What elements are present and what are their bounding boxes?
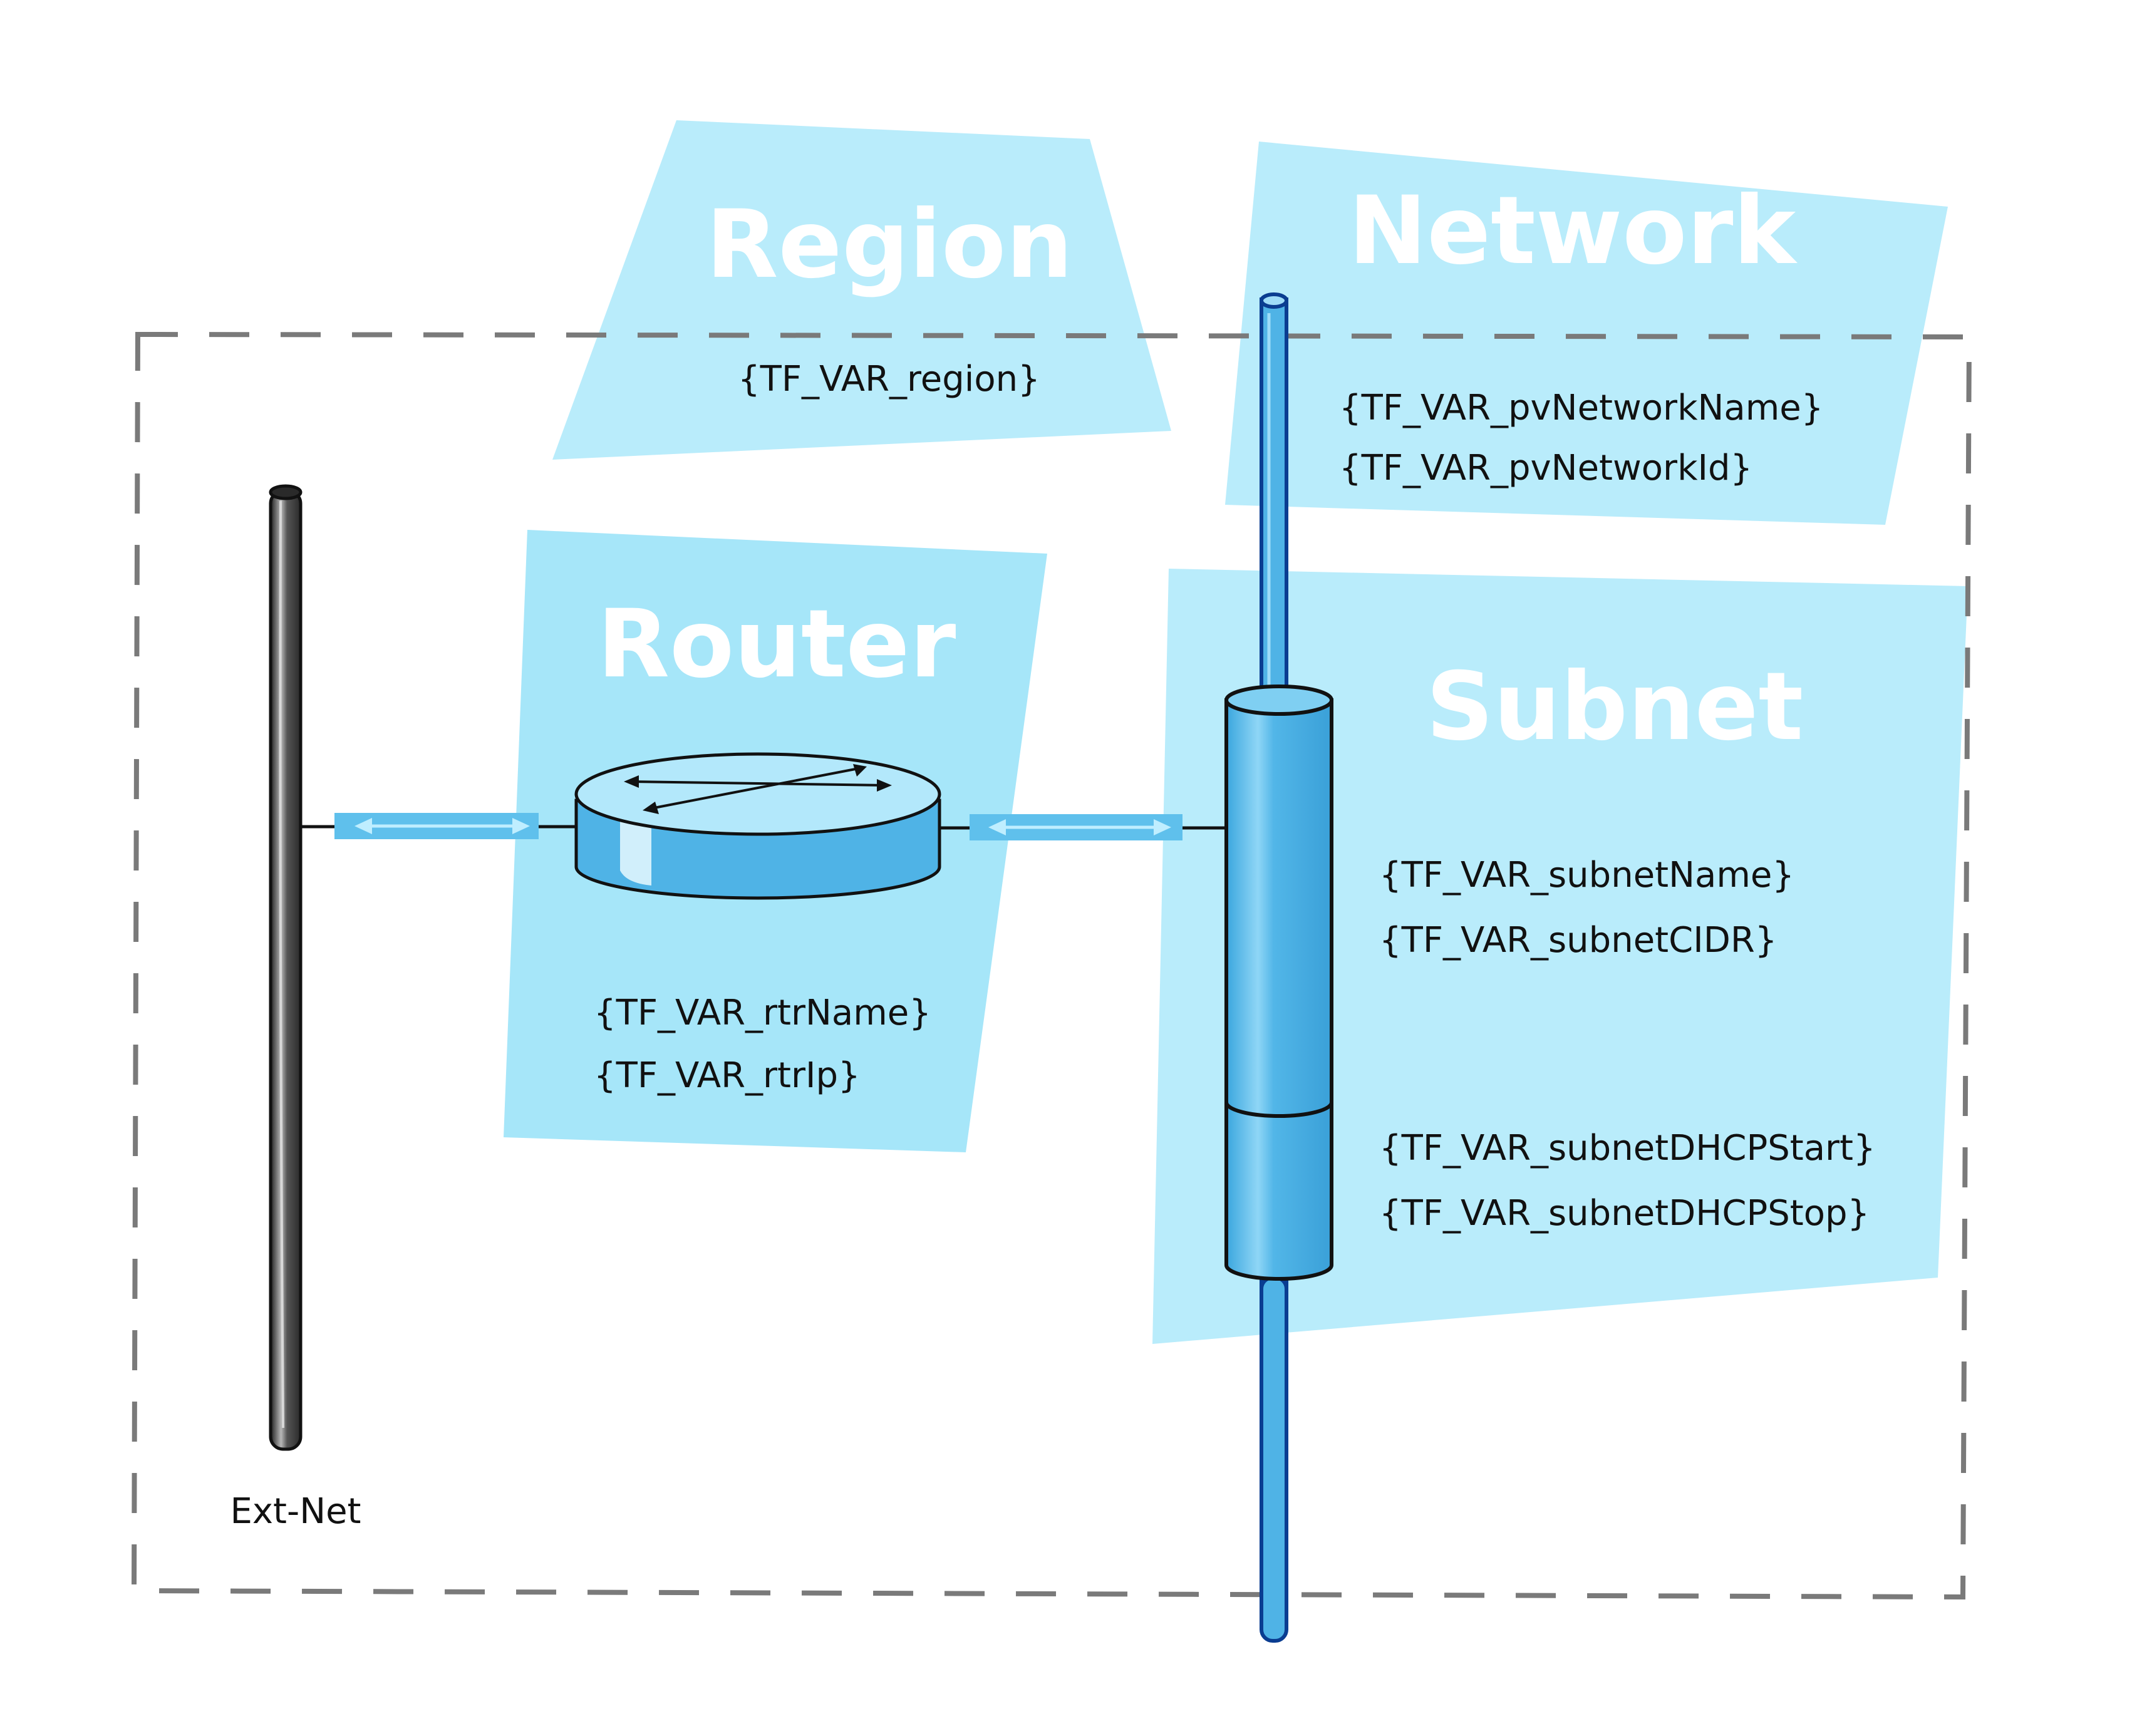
region-panel-shape [552, 120, 1171, 460]
network-title: Network [1348, 177, 1798, 286]
subnet-var-dhcp-start: {TF_VAR_subnetDHCPStart} [1379, 1128, 1876, 1169]
ext-net-label: Ext-Net [230, 1491, 361, 1532]
subnet-var-dhcp-stop: {TF_VAR_subnetDHCPStop} [1379, 1193, 1870, 1234]
subnet-title: Subnet [1426, 653, 1803, 762]
region-title: Region [706, 190, 1073, 299]
subnet-panel-shape [1152, 569, 1968, 1344]
region-var: {TF_VAR_region} [738, 359, 1040, 400]
ext-net-pipe [269, 484, 303, 1451]
network-var-id: {TF_VAR_pvNetworkId} [1339, 448, 1752, 488]
region-panel: Region {TF_VAR_region} [552, 120, 1171, 460]
network-var-name: {TF_VAR_pvNetworkName} [1339, 388, 1823, 428]
router-var-ip: {TF_VAR_rtrIp} [594, 1055, 861, 1096]
tenant-boundary [131, 331, 1972, 1600]
subnet-var-name: {TF_VAR_subnetName} [1379, 855, 1794, 896]
ext-router-link [301, 813, 576, 839]
router-icon [574, 752, 941, 900]
router-var-name: {TF_VAR_rtrName} [594, 993, 931, 1033]
subnet-var-cidr: {TF_VAR_subnetCIDR} [1379, 920, 1777, 961]
router-subnet-link [933, 814, 1229, 840]
router-title: Router [598, 590, 956, 699]
network-panel: Network {TF_VAR_pvNetworkName} {TF_VAR_p… [1225, 142, 1948, 525]
network-panel-shape [1225, 142, 1948, 525]
subnet-cylinder [1224, 685, 1333, 1281]
subnet-panel: Subnet {TF_VAR_subnetName} {TF_VAR_subne… [1152, 569, 1968, 1344]
